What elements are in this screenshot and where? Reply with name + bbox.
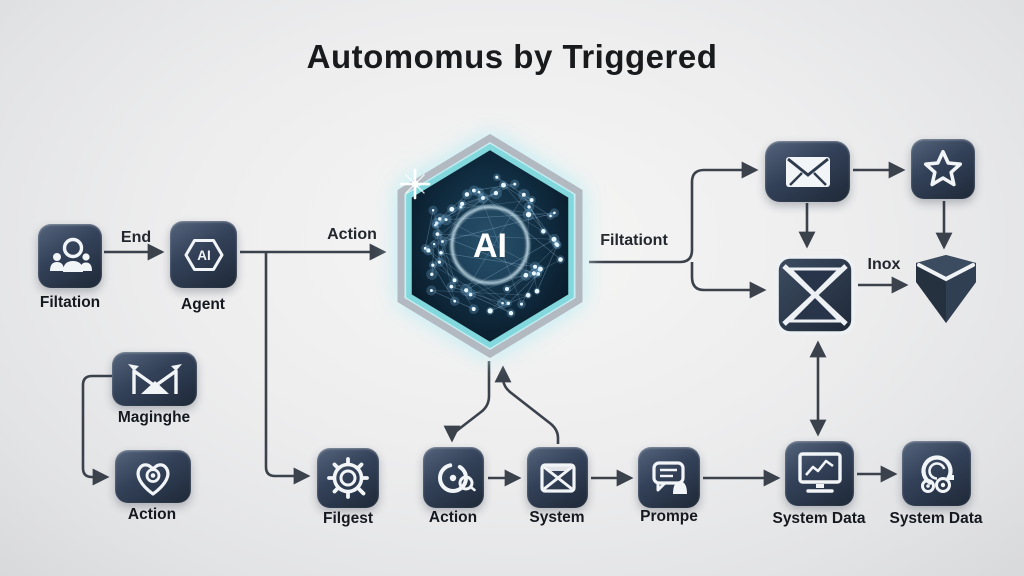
edge-label-filtationt: Filtationt xyxy=(600,232,668,249)
edge-aihub-action xyxy=(443,361,491,443)
node-label-filgest: Filgest xyxy=(323,510,373,527)
ai-hexagon-icon: AI xyxy=(184,238,223,271)
node-system xyxy=(527,447,588,508)
edge-aihub-mail xyxy=(589,161,759,264)
gear-magnifier-icon xyxy=(327,457,369,499)
node-maginghe xyxy=(112,352,197,406)
node-prompe xyxy=(638,447,700,508)
edge-maginghe-action xyxy=(81,374,112,486)
node-label-system: System xyxy=(529,509,585,526)
envelope-x-icon xyxy=(775,255,855,335)
node-mail xyxy=(765,141,850,202)
node-agent: AI xyxy=(170,221,237,288)
node-system-data-gear xyxy=(902,441,971,506)
edge-system-aihub xyxy=(494,365,560,444)
node-system-data-monitor xyxy=(785,441,854,506)
ai-hub-text: AI xyxy=(473,227,507,265)
node-label-system-data-gear: System Data xyxy=(889,510,983,527)
star-icon xyxy=(923,149,963,187)
shield-3d-icon xyxy=(916,255,976,323)
gear-circle-icon xyxy=(437,462,476,493)
node-ai-hub: AI xyxy=(395,134,585,360)
heart-pin-icon xyxy=(136,462,170,496)
node-xenvelope xyxy=(775,255,855,335)
people-group-icon xyxy=(50,237,92,272)
agent-icon-text: AI xyxy=(197,248,211,263)
node-label-filtration: Filtation xyxy=(39,294,101,311)
diagram-title: Automomus by Triggered xyxy=(306,38,718,75)
chat-bubble-lock-icon xyxy=(652,460,687,494)
edge-label-inox: Inox xyxy=(867,256,901,273)
node-label-action-left: Action xyxy=(127,506,177,523)
envelope-icon xyxy=(785,156,830,187)
node-filtration xyxy=(38,224,102,288)
node-label-prompe: Prompe xyxy=(640,508,698,525)
edge-aihub-xenvelope xyxy=(690,262,767,299)
node-action-left xyxy=(115,450,191,503)
node-star xyxy=(911,139,975,199)
envelope-cross-icon xyxy=(539,462,576,493)
monitor-chart-icon xyxy=(797,451,842,493)
node-label-action-mid: Action xyxy=(428,509,478,526)
node-action-mid xyxy=(423,447,484,508)
node-label-agent: Agent xyxy=(181,296,225,313)
sparkle-icon xyxy=(399,168,431,200)
node-label-maginghe: Maginghe xyxy=(117,409,191,426)
circle-gears-icon xyxy=(920,454,954,493)
edge-label-action: Action xyxy=(327,226,377,243)
node-filgest xyxy=(317,448,379,508)
node-label-system-data-monitor: System Data xyxy=(772,510,866,527)
ai-network-hexagon-icon: AI xyxy=(397,134,583,359)
edge-label-end: End xyxy=(120,229,152,246)
node-shield xyxy=(916,255,976,323)
edge-agent-filgest xyxy=(264,253,311,485)
m-envelope-icon xyxy=(127,364,182,394)
